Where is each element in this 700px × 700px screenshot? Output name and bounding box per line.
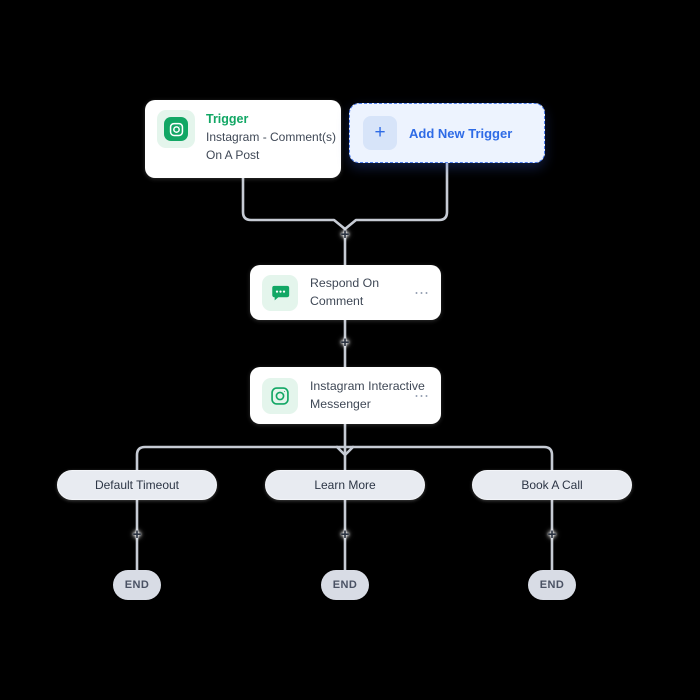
trigger-node-card[interactable]: Trigger Instagram - Comment(s) On A Post	[145, 100, 341, 178]
add-step-button[interactable]: +	[340, 225, 350, 243]
plus-icon: +	[363, 116, 397, 150]
node-menu-button[interactable]: ⋯	[414, 284, 430, 301]
connector-path	[343, 161, 449, 231]
branch-pill-learn-more[interactable]: Learn More	[265, 470, 425, 500]
node-title: Instagram Interactive Messenger	[310, 379, 425, 411]
end-node: END	[321, 570, 369, 600]
trigger-title: Instagram - Comment(s) On A Post	[206, 130, 337, 162]
end-node: END	[528, 570, 576, 600]
add-step-button[interactable]: +	[340, 525, 350, 543]
branch-pill-default-timeout[interactable]: Default Timeout	[57, 470, 217, 500]
instagram-icon	[157, 110, 195, 148]
connector-path	[135, 445, 554, 472]
connector-path	[241, 176, 347, 231]
action-node-instagram-interactive-messenger[interactable]: Instagram Interactive Messenger ⋯	[250, 367, 441, 424]
add-step-button[interactable]: +	[340, 333, 350, 351]
add-step-button[interactable]: +	[547, 525, 557, 543]
end-node: END	[113, 570, 161, 600]
trigger-label: Trigger	[206, 112, 249, 126]
action-node-respond-on-comment[interactable]: Respond On Comment ⋯	[250, 265, 441, 320]
add-new-trigger-button[interactable]: + Add New Trigger	[349, 103, 545, 163]
add-step-button[interactable]: +	[132, 525, 142, 543]
node-title: Respond On Comment	[310, 276, 380, 308]
comment-bubble-icon	[262, 274, 298, 311]
connector-path	[335, 445, 355, 457]
branch-pill-book-a-call[interactable]: Book A Call	[472, 470, 632, 500]
add-new-trigger-label: Add New Trigger	[409, 125, 513, 141]
instagram-outline-icon	[262, 377, 298, 414]
node-menu-button[interactable]: ⋯	[414, 387, 430, 404]
